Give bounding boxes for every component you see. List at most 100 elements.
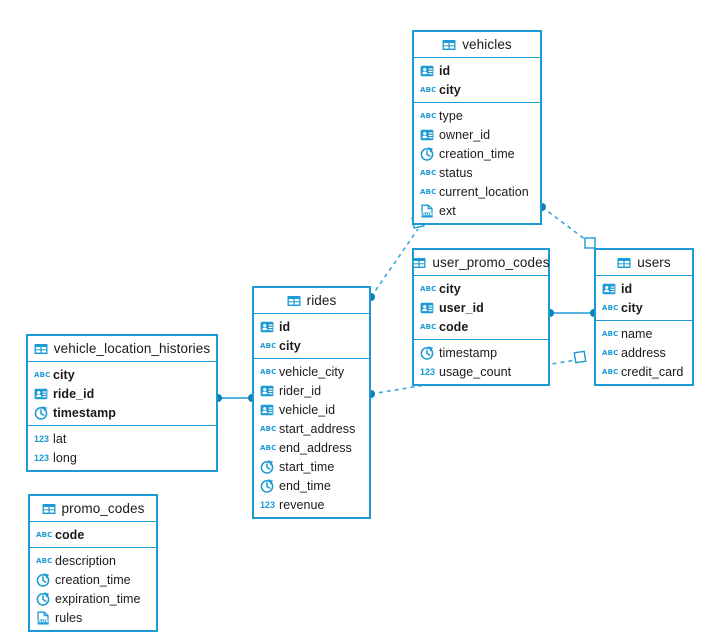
column-row[interactable]: user_id xyxy=(414,298,548,317)
column-row[interactable]: ride_id xyxy=(28,384,216,403)
column-row[interactable]: timestamp xyxy=(28,403,216,422)
table-header[interactable]: rides xyxy=(254,288,369,314)
column-name: city xyxy=(53,367,75,382)
column-name: creation_time xyxy=(439,146,515,161)
column-name: lat xyxy=(53,431,67,446)
edge-vlh-to-rides xyxy=(214,394,256,402)
abc-string-icon: ABC xyxy=(36,530,53,539)
column-name: end_time xyxy=(279,478,331,493)
table-grid-icon xyxy=(617,256,631,270)
abc-string-icon: ABC xyxy=(260,367,277,376)
table-title: vehicles xyxy=(462,37,512,52)
column-name: timestamp xyxy=(439,345,498,360)
key-column-icon xyxy=(260,384,274,398)
column-name: ext xyxy=(439,203,456,218)
column-name: rules xyxy=(55,610,83,625)
column-name: vehicle_id xyxy=(279,402,336,417)
abc-string-icon: ABC xyxy=(34,370,51,379)
column-row[interactable]: JSON ext xyxy=(414,201,540,220)
abc-string-icon: ABC xyxy=(260,443,277,452)
column-name: credit_card xyxy=(621,364,684,379)
table-header[interactable]: user_promo_codes xyxy=(412,250,550,276)
column-row[interactable]: id xyxy=(414,61,540,80)
table-title: user_promo_codes xyxy=(432,255,550,270)
abc-string-icon: ABC xyxy=(420,168,437,177)
column-name: description xyxy=(55,553,116,568)
column-row[interactable]: id xyxy=(596,279,692,298)
column-name: start_address xyxy=(279,421,356,436)
abc-string-icon: ABC xyxy=(602,329,619,338)
column-row[interactable]: start_time xyxy=(254,457,369,476)
column-name: city xyxy=(621,300,643,315)
key-column-icon xyxy=(260,320,274,334)
clock-timestamp-icon xyxy=(420,146,434,161)
column-name: code xyxy=(439,319,469,334)
abc-string-icon: ABC xyxy=(260,341,277,350)
column-name: start_time xyxy=(279,459,335,474)
column-name: current_location xyxy=(439,184,529,199)
123-number-icon: 123 xyxy=(34,433,50,444)
column-row[interactable]: end_time xyxy=(254,476,369,495)
column-row[interactable]: vehicle_id xyxy=(254,400,369,419)
clock-timestamp-icon xyxy=(260,478,274,493)
column-name: city xyxy=(279,338,301,353)
column-row[interactable]: rider_id xyxy=(254,381,369,400)
table-title: vehicle_location_histories xyxy=(53,341,211,356)
column-name: name xyxy=(621,326,653,341)
table-header[interactable]: promo_codes xyxy=(30,496,156,522)
table-header[interactable]: vehicles xyxy=(414,32,540,58)
table-header[interactable]: vehicle_location_histories xyxy=(28,336,216,362)
column-name: timestamp xyxy=(53,405,116,420)
column-row[interactable]: timestamp xyxy=(414,343,548,362)
123-number-icon: 123 xyxy=(420,366,436,377)
column-row[interactable]: creation_time xyxy=(30,570,156,589)
abc-string-icon: ABC xyxy=(602,348,619,357)
clock-timestamp-icon xyxy=(36,572,50,587)
clock-timestamp-icon xyxy=(34,405,48,420)
json-document-icon: JSON xyxy=(420,204,434,218)
column-row[interactable]: creation_time xyxy=(414,144,540,163)
column-row[interactable]: expiration_time xyxy=(30,589,156,608)
abc-string-icon: ABC xyxy=(420,284,437,293)
svg-text:JSON: JSON xyxy=(420,211,433,216)
abc-string-icon: ABC xyxy=(420,322,437,331)
column-row[interactable]: owner_id xyxy=(414,125,540,144)
column-name: city xyxy=(439,281,461,296)
column-row[interactable]: id xyxy=(254,317,369,336)
table-header[interactable]: users xyxy=(596,250,692,276)
